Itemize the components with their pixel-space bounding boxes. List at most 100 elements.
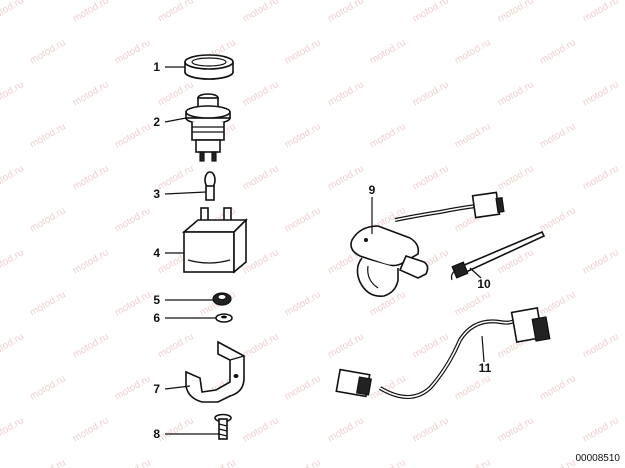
watermark-text: motod.ru	[411, 163, 451, 192]
watermark-text: motod.ru	[368, 457, 408, 468]
watermark-text: motod.ru	[28, 205, 68, 234]
watermark-text: motod.ru	[113, 205, 153, 234]
callout-8: 8	[153, 427, 160, 441]
watermark-text: motod.ru	[283, 121, 323, 150]
watermark-text: motod.ru	[326, 331, 366, 360]
watermark-text: motod.ru	[453, 373, 493, 402]
watermark-text: motod.ru	[71, 79, 111, 108]
watermark-text: motod.ru	[581, 79, 621, 108]
part-11-wiring-harness	[335, 307, 551, 399]
watermark-text: motod.ru	[411, 0, 451, 25]
watermark-text: motod.ru	[453, 37, 493, 66]
watermark-text: motod.ru	[538, 457, 578, 468]
watermark-text: motod.ru	[496, 415, 536, 444]
watermark-text: motod.ru	[241, 163, 281, 192]
watermark-text: motod.ru	[283, 37, 323, 66]
watermark-text: motod.ru	[581, 163, 621, 192]
watermark-text: motod.ru	[28, 457, 68, 468]
watermark-text: motod.ru	[0, 0, 26, 25]
watermark-text: motod.ru	[156, 331, 196, 360]
watermark-text: motod.ru	[496, 163, 536, 192]
part-8-screw	[214, 413, 232, 440]
watermark-text: motod.ru	[71, 331, 111, 360]
watermark-text: motod.ru	[453, 289, 493, 318]
watermark-text: motod.ru	[28, 289, 68, 318]
part-6-washer	[215, 313, 233, 323]
callout-4: 4	[153, 246, 160, 260]
watermark-text: motod.ru	[241, 415, 281, 444]
watermark-text: motod.ru	[453, 457, 493, 468]
watermark-text: motod.ru	[538, 205, 578, 234]
watermark-text: motod.ru	[581, 415, 621, 444]
watermark-text: motod.ru	[113, 289, 153, 318]
callout-1: 1	[153, 60, 160, 74]
watermark-text: motod.ru	[0, 163, 26, 192]
part-2-switch	[185, 93, 231, 162]
watermark-text: motod.ru	[113, 373, 153, 402]
part-5-nut	[212, 292, 232, 306]
watermark-text: motod.ru	[241, 331, 281, 360]
watermark-text: motod.ru	[326, 79, 366, 108]
watermark-text: motod.ru	[538, 121, 578, 150]
callout-11: 11	[479, 361, 492, 375]
part-10-cable-tie	[450, 230, 546, 281]
watermark-text: motod.ru	[0, 331, 26, 360]
diagram-reference-number: 00008510	[576, 453, 621, 464]
watermark-text: motod.ru	[538, 373, 578, 402]
watermark-text: motod.ru	[241, 0, 281, 25]
watermark-text: motod.ru	[241, 247, 281, 276]
watermark-text: motod.ru	[198, 457, 238, 468]
watermark-text: motod.ru	[283, 373, 323, 402]
part-3-bulb	[204, 171, 216, 201]
watermark-text: motod.ru	[496, 79, 536, 108]
watermark-text: motod.ru	[113, 37, 153, 66]
watermark-text: motod.ru	[0, 79, 26, 108]
callout-10: 10	[477, 277, 491, 291]
watermark-text: motod.ru	[581, 247, 621, 276]
watermark-text: motod.ru	[283, 457, 323, 468]
part-9-handlebar-switch	[350, 191, 505, 298]
watermark-text: motod.ru	[0, 415, 26, 444]
watermark-text: motod.ru	[411, 415, 451, 444]
watermark-text: motod.ru	[71, 0, 111, 25]
callout-2: 2	[153, 115, 160, 129]
callout-9: 9	[369, 183, 376, 197]
part-1-cap	[184, 54, 234, 80]
watermark-text: motod.ru	[71, 415, 111, 444]
watermark-text: motod.ru	[71, 247, 111, 276]
watermark-text: motod.ru	[538, 289, 578, 318]
watermark-text: motod.ru	[156, 415, 196, 444]
callout-3: 3	[153, 187, 160, 201]
watermark-text: motod.ru	[28, 373, 68, 402]
watermark-text: motod.ru	[156, 163, 196, 192]
watermark-text: motod.ru	[581, 0, 621, 25]
watermark-text: motod.ru	[368, 121, 408, 150]
watermark-text: motod.ru	[156, 0, 196, 25]
watermark-text: motod.ru	[113, 457, 153, 468]
watermark-text: motod.ru	[368, 37, 408, 66]
watermark-text: motod.ru	[283, 289, 323, 318]
watermark-text: motod.ru	[283, 205, 323, 234]
watermark-text: motod.ru	[411, 79, 451, 108]
watermark-text: motod.ru	[581, 331, 621, 360]
part-4-relay-box	[181, 207, 248, 274]
watermark-text: motod.ru	[28, 121, 68, 150]
watermark-text: motod.ru	[411, 331, 451, 360]
callout-5: 5	[153, 293, 160, 307]
watermark-text: motod.ru	[0, 247, 26, 276]
watermark-text: motod.ru	[156, 79, 196, 108]
watermark-text: motod.ru	[496, 0, 536, 25]
watermark-text: motod.ru	[241, 79, 281, 108]
watermark-text: motod.ru	[326, 415, 366, 444]
watermark-text: motod.ru	[71, 163, 111, 192]
watermark-text: motod.ru	[326, 0, 366, 25]
watermark-text: motod.ru	[453, 121, 493, 150]
leader-lines	[164, 66, 485, 435]
watermark-text: motod.ru	[326, 163, 366, 192]
part-7-bracket	[185, 340, 245, 403]
watermark-text: motod.ru	[538, 37, 578, 66]
callout-6: 6	[153, 311, 160, 325]
callout-labels: 1 2 3 4 5 6 7 8 9 10 11	[153, 60, 491, 441]
